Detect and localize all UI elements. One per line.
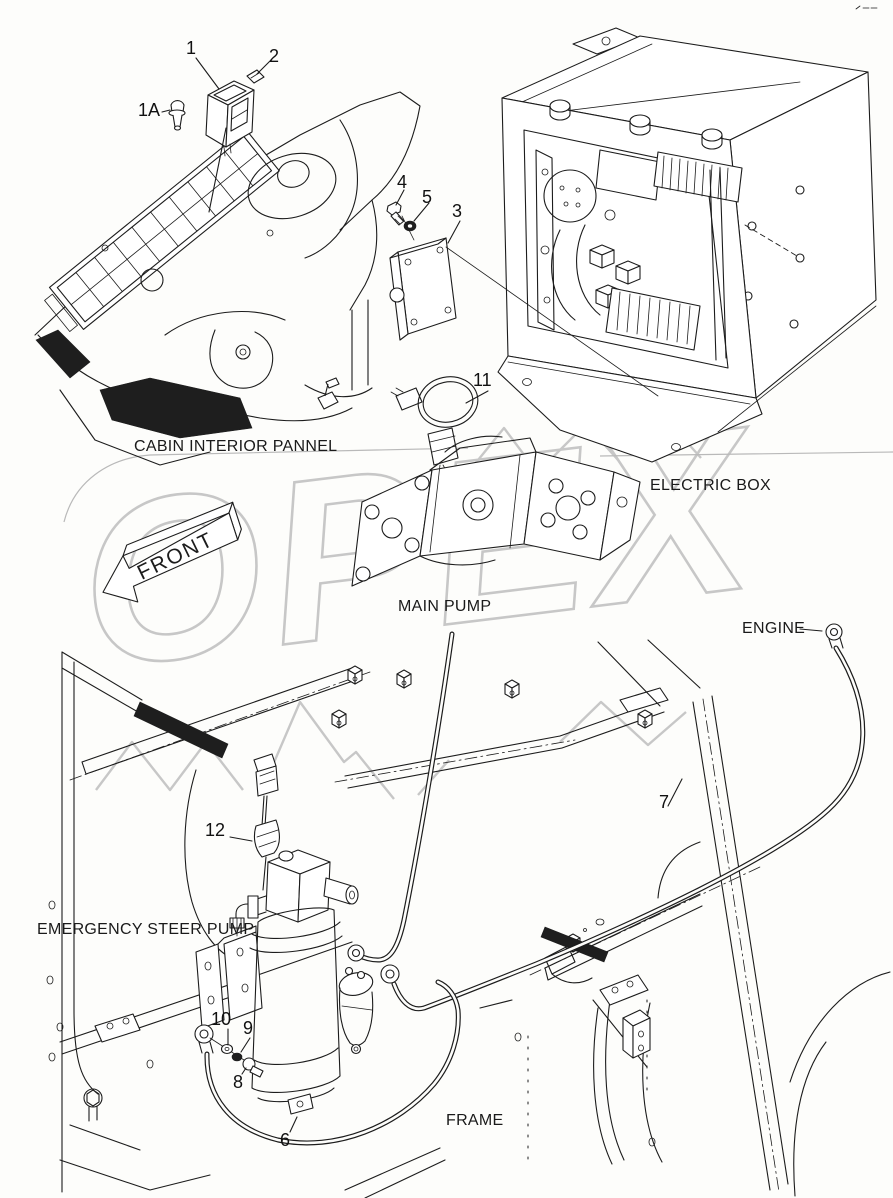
callout-8: 8 (233, 1072, 244, 1092)
panel-shadow (99, 377, 253, 439)
pump-right-plate (523, 451, 615, 561)
callout-10: 10 (211, 1009, 232, 1029)
callout-2: 2 (269, 46, 280, 66)
callout-6: 6 (280, 1130, 291, 1150)
label-emergency-steer-pump: EMERGENCY STEER PUMP (37, 921, 255, 938)
label-main-pump: MAIN PUMP (398, 598, 492, 615)
controller-module-assembly (386, 201, 457, 341)
callout-12: 12 (205, 820, 226, 840)
frame-dark-wedge (133, 701, 229, 759)
rocker-switch-assembly (168, 69, 265, 157)
frame-clip-cubes (331, 665, 653, 729)
electric-box-internals (535, 149, 743, 361)
callout-7: 7 (659, 792, 670, 812)
callout-5: 5 (422, 187, 433, 207)
callout-1: 1 (186, 38, 197, 58)
top-bosses (549, 99, 723, 150)
bolt-4 (386, 201, 402, 216)
callout-4: 4 (397, 172, 408, 192)
right-face-bolts (743, 185, 805, 329)
callout-1a: 1A (138, 100, 161, 120)
callout-9: 9 (243, 1018, 254, 1038)
label-engine: ENGINE (742, 620, 806, 637)
emergency-steer-pump (195, 753, 374, 1115)
label-frame: FRAME (446, 1112, 504, 1129)
sensor-connector (395, 387, 423, 411)
callout-11: 11 (473, 370, 492, 390)
frame-structure (46, 639, 891, 1198)
connector-2 (246, 69, 265, 84)
print-artifact (855, 5, 878, 10)
watermark-remnant-bottom (95, 700, 687, 800)
electric-box (497, 27, 877, 463)
callout-3: 3 (452, 201, 463, 221)
callout-leader-lines (161, 57, 823, 1133)
switch-grid (44, 128, 280, 332)
cabin-interior-panel (34, 91, 421, 466)
label-electric-box: ELECTRIC BOX (650, 477, 771, 494)
electric-box-front (501, 97, 757, 399)
main-pump (351, 376, 641, 587)
front-arrow-face (102, 512, 239, 603)
battery-cables (194, 623, 866, 1146)
label-cabin-interior-panel: CABIN INTERIOR PANNEL (134, 438, 338, 455)
